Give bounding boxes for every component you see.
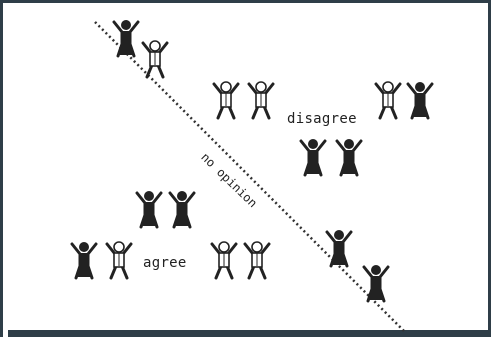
frame-bottom-bar	[8, 330, 491, 337]
person-icon	[212, 80, 240, 120]
person-icon	[406, 80, 434, 120]
agree-label: agree	[143, 255, 187, 271]
person-icon	[168, 189, 196, 229]
person-icon	[141, 39, 169, 79]
person-icon	[374, 80, 402, 120]
person-icon	[105, 240, 133, 280]
person-icon	[70, 240, 98, 280]
disagree-label: disagree	[287, 111, 357, 127]
person-icon	[210, 240, 238, 280]
person-icon	[243, 240, 271, 280]
person-icon	[325, 228, 353, 268]
person-icon	[299, 137, 327, 177]
person-icon	[247, 80, 275, 120]
divider-dotted-line	[94, 21, 406, 333]
person-icon	[112, 18, 140, 58]
person-icon	[135, 189, 163, 229]
frame-corner-gap	[3, 330, 8, 337]
person-icon	[335, 137, 363, 177]
